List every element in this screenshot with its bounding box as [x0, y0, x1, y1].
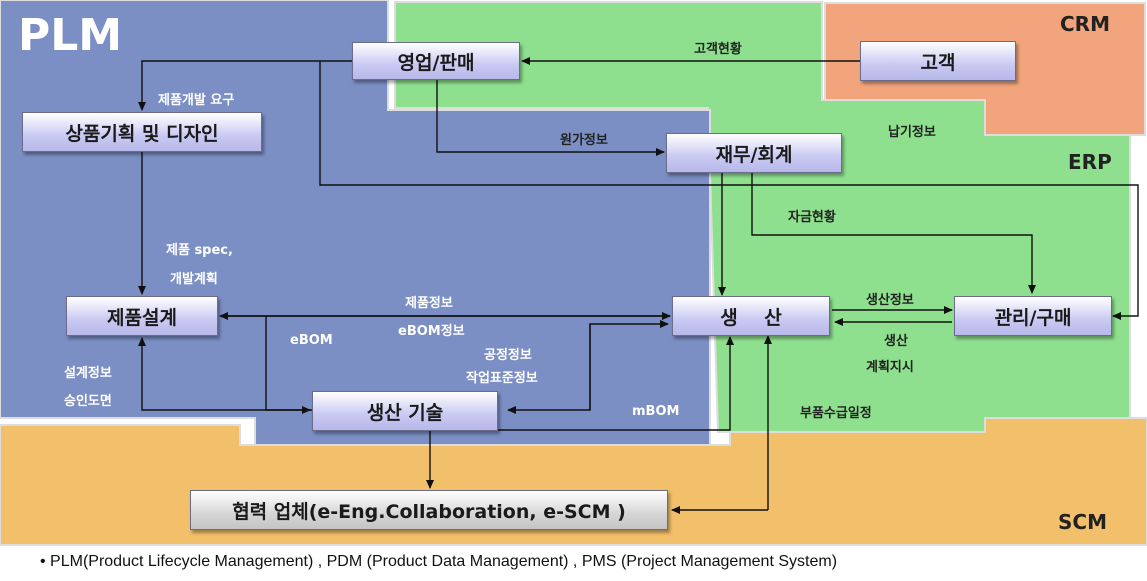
finance-node: 재무/회계: [666, 133, 842, 173]
label-spec-2: 개발계획: [170, 272, 218, 287]
crm-title: CRM: [1060, 12, 1110, 36]
label-customer-status: 고객현황: [694, 42, 742, 57]
label-cost-info: 원가정보: [560, 133, 608, 148]
partner-node: 협력 업체(e-Eng.Collaboration, e-SCM ): [190, 490, 668, 530]
label-mbom: mBOM: [632, 404, 680, 419]
production-node: 생 산: [672, 296, 830, 336]
prodtech-node: 생산 기술: [312, 391, 498, 431]
label-prod-plan-1: 생산: [884, 334, 908, 349]
label-spec-1: 제품 spec,: [166, 243, 233, 258]
label-ebom-info: eBOM정보: [398, 324, 465, 339]
label-parts-schedule: 부품수급일정: [800, 406, 872, 421]
sales-node: 영업/판매: [352, 42, 520, 80]
customer-node: 고객: [860, 41, 1016, 81]
plm-title: PLM: [18, 10, 123, 61]
purchase-node: 관리/구매: [954, 296, 1112, 336]
label-work-standard: 작업표준정보: [466, 371, 538, 386]
erp-title: ERP: [1068, 150, 1112, 174]
label-prod-info: 생산정보: [866, 293, 914, 308]
label-product-info: 제품정보: [405, 296, 453, 311]
scm-title: SCM: [1058, 510, 1107, 534]
erp-region: [394, 1, 1131, 433]
label-process-info: 공정정보: [484, 348, 532, 363]
label-delivery-info: 납기정보: [888, 125, 936, 140]
planning-node: 상품기획 및 디자인: [22, 112, 262, 152]
label-dev-request: 제품개발 요구: [158, 93, 235, 108]
label-design-info: 설계정보: [64, 366, 112, 381]
label-ebom: eBOM: [290, 333, 333, 348]
label-prod-plan-2: 계획지시: [866, 360, 914, 375]
label-fund-status: 자금현황: [788, 210, 836, 225]
footnote: • PLM(Product Lifecycle Management) , PD…: [40, 553, 838, 570]
design-node: 제품설계: [66, 296, 218, 336]
label-approval-drawing: 승인도면: [64, 394, 112, 409]
